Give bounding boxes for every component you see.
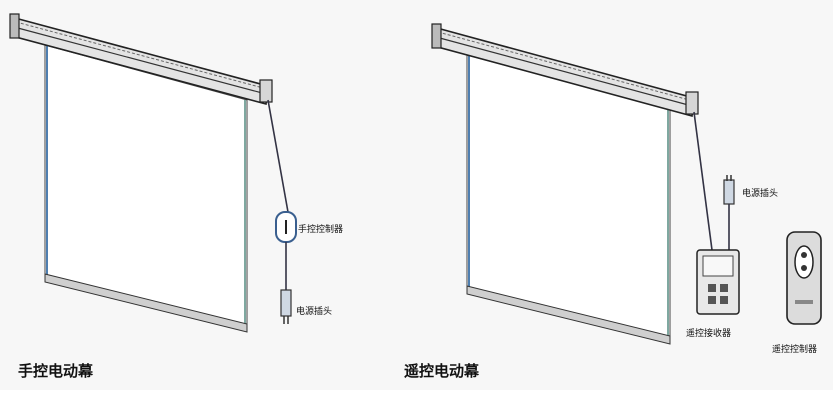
receiver-button <box>720 296 728 304</box>
right-plug-label: 电源插头 <box>742 189 779 199</box>
hand-switch-label: 手控控制器 <box>298 225 344 235</box>
left-bottom-bar <box>44 273 248 333</box>
manual-screen-caption: 手控电动幕 <box>18 362 94 380</box>
right-bottom-bar <box>466 285 671 345</box>
right-plug <box>723 179 735 205</box>
remote-screen-diagram <box>431 23 822 345</box>
remote-button-pad <box>794 245 814 279</box>
receiver-button <box>708 284 716 292</box>
left-cable <box>267 99 289 213</box>
manual-screen-diagram <box>9 13 297 333</box>
right-casing-line <box>437 31 694 102</box>
right-cable <box>693 111 713 251</box>
receiver-button <box>720 284 728 292</box>
receiver-panel <box>702 255 734 277</box>
left-casing-line <box>15 21 268 90</box>
receiver-label: 遥控接收器 <box>686 329 732 339</box>
remote-screen-caption: 遥控电动幕 <box>404 362 480 380</box>
remote-button <box>801 265 807 271</box>
right-motor-cap <box>685 91 699 115</box>
left-casing-line <box>13 26 267 95</box>
right-casing-line <box>435 36 693 107</box>
left-plug-label: 电源插头 <box>296 307 333 317</box>
left-end-cap <box>9 13 20 39</box>
receiver-button <box>708 296 716 304</box>
left-motor-cap <box>259 79 273 103</box>
remote-control-label: 遥控控制器 <box>772 345 818 355</box>
remote-button <box>801 252 807 258</box>
remote-logo-strip <box>795 300 813 304</box>
right-end-cap <box>431 23 442 49</box>
left-plug <box>280 289 292 317</box>
